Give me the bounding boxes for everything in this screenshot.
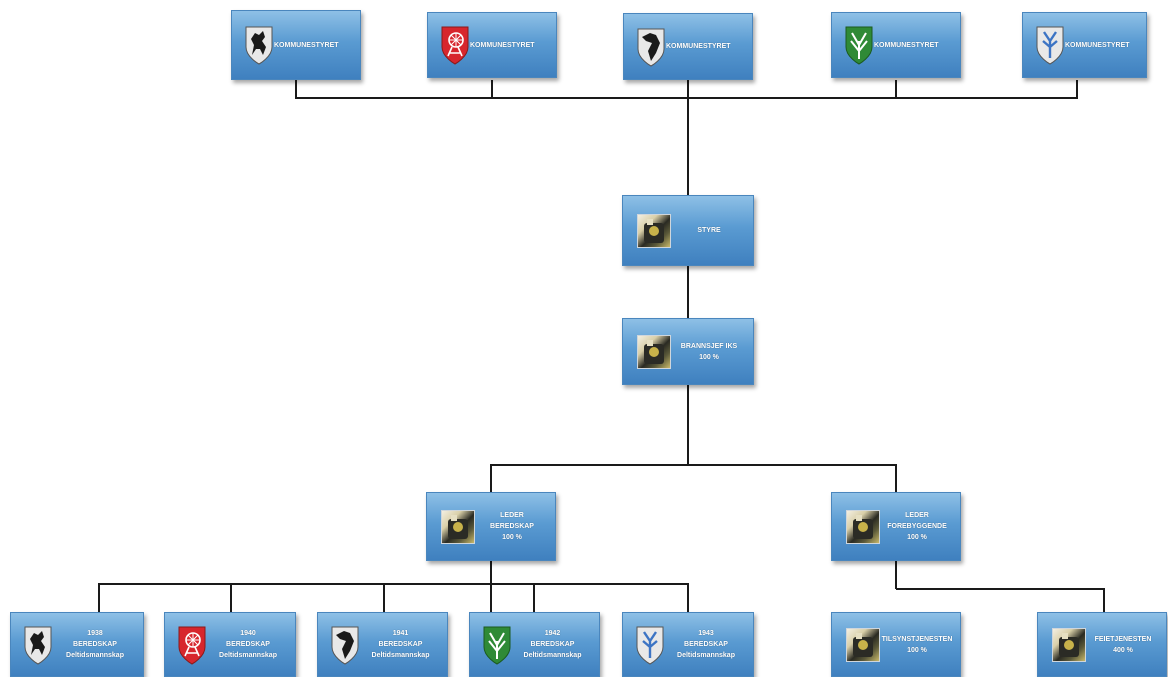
- green-leaf-crest-icon: [845, 26, 873, 65]
- fire-chief-node[interactable]: BRANNSJEF IKS 100 %: [622, 318, 754, 385]
- station-staffing: Deltidsmannskap: [523, 652, 582, 659]
- station-type: BEREDSKAP: [378, 641, 423, 648]
- station-type: BEREDSKAP: [684, 641, 728, 648]
- station-number: 1941: [392, 630, 409, 637]
- station-staffing: Deltidsmannskap: [371, 652, 430, 659]
- emergency-leader-title: LEDER: [500, 512, 524, 519]
- station-type: BEREDSKAP: [73, 641, 117, 648]
- blue-flower-crest-icon: [636, 626, 664, 665]
- fire-equipment-photo-icon: [637, 213, 671, 248]
- station-number: 1938: [87, 630, 103, 637]
- inspection-service-percentage: 100 %: [907, 646, 927, 654]
- inspection-service-title: TILSYNSTJENESTEN: [881, 635, 953, 643]
- fire-equipment-photo-icon: [1052, 627, 1086, 662]
- station-label: 1938 BEREDSKAP Deltidsmannskap: [53, 628, 143, 661]
- station-node-1943[interactable]: 1943 BEREDSKAP Deltidsmannskap: [622, 612, 754, 677]
- municipal-council-node-4[interactable]: KOMMUNESTYRET: [831, 12, 961, 78]
- emergency-leader-percentage: 100 %: [502, 534, 522, 541]
- chimney-sweep-service-title: FEIETJENESTEN: [1094, 635, 1152, 643]
- fire-chief-label: BRANNSJEF IKS 100 %: [671, 341, 753, 363]
- prevention-leader-percentage: 100 %: [907, 534, 927, 541]
- station-node-1941[interactable]: 1941 BEREDSKAP Deltidsmannskap: [317, 612, 448, 677]
- emergency-leader-dept: BEREDSKAP: [490, 523, 534, 530]
- spinning-wheel-crest-icon: [441, 26, 469, 65]
- connector-stations-bus: [98, 583, 689, 612]
- station-label: 1943 BEREDSKAP Deltidsmannskap: [665, 628, 753, 661]
- station-node-1938[interactable]: 1938 BEREDSKAP Deltidsmannskap: [10, 612, 144, 677]
- prevention-leader-node[interactable]: LEDER FOREBYGGENDE 100 %: [831, 492, 961, 561]
- station-type: BEREDSKAP: [530, 641, 575, 648]
- connector-leaders-bus: [490, 464, 897, 492]
- station-node-1942[interactable]: 1942 BEREDSKAP Deltidsmannskap: [469, 612, 600, 677]
- station-number: 1943: [698, 630, 714, 637]
- municipal-council-node-1[interactable]: KOMMUNESTYRET: [231, 10, 361, 80]
- municipal-council-label: KOMMUNESTYRET: [1065, 41, 1130, 49]
- station-staffing: Deltidsmannskap: [219, 652, 277, 659]
- inspection-service-node[interactable]: TILSYNSTJENESTEN 100 %: [831, 612, 961, 677]
- prevention-leader-title: LEDER: [905, 512, 929, 519]
- station-node-1940[interactable]: 1940 BEREDSKAP Deltidsmannskap: [164, 612, 296, 677]
- black-horse-crest-icon: [245, 26, 273, 65]
- green-leaf-crest-icon: [483, 626, 511, 665]
- board-node[interactable]: STYRE: [622, 195, 754, 266]
- station-label: 1942 BEREDSKAP Deltidsmannskap: [512, 628, 599, 661]
- chimney-sweep-service-node[interactable]: FEIETJENESTEN 400 %: [1037, 612, 1167, 677]
- fire-equipment-photo-icon: [441, 509, 475, 544]
- station-label: 1940 BEREDSKAP Deltidsmannskap: [207, 628, 295, 661]
- board-label: STYRE: [697, 227, 721, 234]
- chimney-sweep-service-percentage: 400 %: [1113, 646, 1133, 654]
- emergency-leader-label: LEDER BEREDSKAP 100 %: [475, 510, 555, 543]
- fire-equipment-photo-icon: [637, 334, 671, 369]
- municipal-council-label: KOMMUNESTYRET: [274, 41, 339, 49]
- spinning-wheel-crest-icon: [178, 626, 206, 665]
- municipal-council-node-5[interactable]: KOMMUNESTYRET: [1022, 12, 1147, 78]
- raven-crest-icon: [637, 28, 665, 67]
- station-number: 1940: [240, 630, 256, 637]
- fire-equipment-photo-icon: [846, 627, 880, 662]
- municipal-council-node-3[interactable]: KOMMUNESTYRET: [623, 13, 753, 80]
- station-label: 1941 BEREDSKAP Deltidsmannskap: [360, 628, 447, 661]
- emergency-leader-node[interactable]: LEDER BEREDSKAP 100 %: [426, 492, 556, 561]
- station-type: BEREDSKAP: [226, 641, 270, 648]
- raven-crest-icon: [331, 626, 359, 665]
- prevention-leader-label: LEDER FOREBYGGENDE 100 %: [880, 510, 960, 543]
- chimney-sweep-service-label: FEIETJENESTEN 400 %: [1086, 634, 1166, 656]
- station-number: 1942: [544, 630, 561, 637]
- municipal-council-node-2[interactable]: KOMMUNESTYRET: [427, 12, 557, 78]
- municipal-council-label: KOMMUNESTYRET: [470, 41, 535, 49]
- connector-municipalities-bus: [295, 80, 1078, 99]
- station-staffing: Deltidsmannskap: [66, 652, 124, 659]
- station-staffing: Deltidsmannskap: [677, 652, 735, 659]
- municipal-council-label: KOMMUNESTYRET: [666, 43, 731, 50]
- fire-equipment-photo-icon: [846, 509, 880, 544]
- blue-flower-crest-icon: [1036, 26, 1064, 65]
- inspection-service-label: TILSYNSTJENESTEN 100 %: [880, 634, 960, 656]
- fire-chief-percentage: 100 %: [699, 353, 719, 361]
- connector-forebyggende-bus: [896, 588, 1105, 612]
- fire-chief-title: BRANNSJEF IKS: [680, 342, 738, 350]
- black-horse-crest-icon: [24, 626, 52, 665]
- municipal-council-label: KOMMUNESTYRET: [874, 41, 939, 49]
- prevention-leader-dept: FOREBYGGENDE: [887, 523, 947, 530]
